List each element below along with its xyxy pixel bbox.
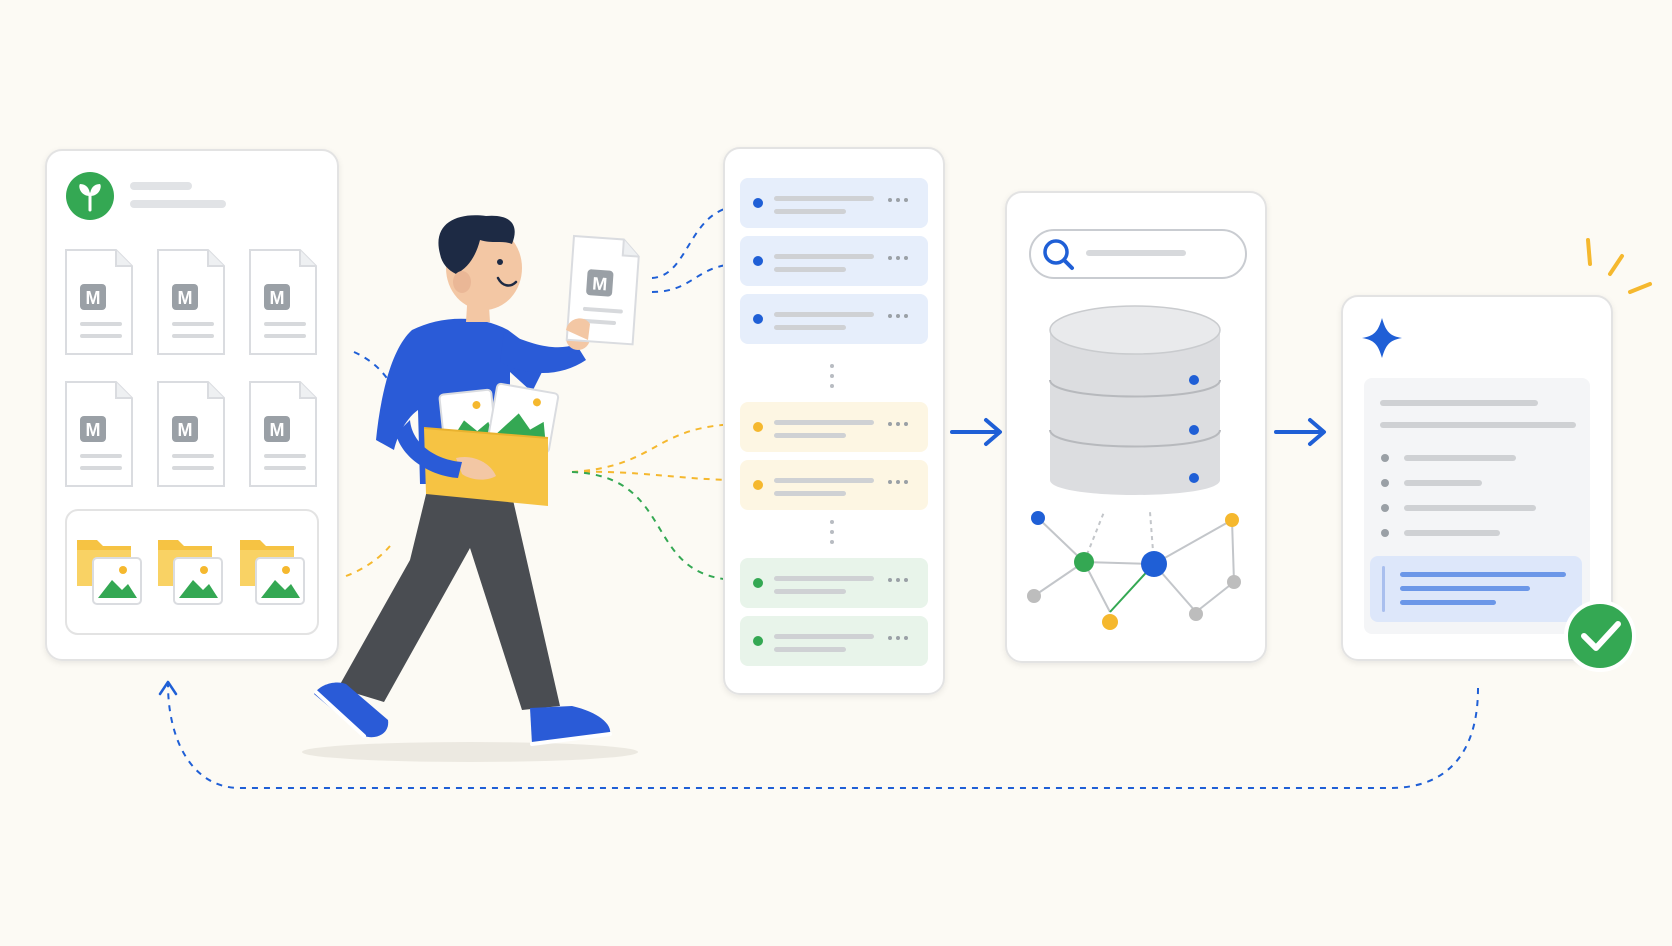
more-horizontal-icon[interactable] [888, 578, 908, 582]
more-horizontal-icon[interactable] [888, 422, 908, 426]
chunk-rows [740, 178, 928, 666]
chunk-text-line [774, 634, 874, 639]
answer-subtitle-line [1380, 422, 1576, 428]
person-illustration: M [302, 215, 640, 762]
chunk-text-line [774, 491, 846, 496]
vertical-ellipsis-icon [830, 364, 834, 544]
chunk-row-green[interactable] [740, 616, 928, 666]
markdown-document-icon: M [565, 234, 640, 346]
search-placeholder-line [1086, 250, 1186, 256]
chunk-row-yellow[interactable] [740, 460, 928, 510]
chunk-dot [753, 314, 763, 324]
source-panel [45, 149, 339, 661]
more-horizontal-icon[interactable] [888, 314, 908, 318]
chunk-row-blue[interactable] [740, 294, 928, 344]
sparkle-icon [1362, 318, 1402, 358]
chunk-dot [753, 256, 763, 266]
chunk-dot [753, 636, 763, 646]
chunk-row-blue[interactable] [740, 178, 928, 228]
more-horizontal-icon[interactable] [888, 636, 908, 640]
more-horizontal-icon[interactable] [888, 480, 908, 484]
chunk-dot [753, 422, 763, 432]
search-bar[interactable] [1029, 229, 1247, 279]
arrow-right-icon [1274, 418, 1326, 446]
sprout-icon [66, 172, 114, 220]
chunk-text-line [774, 647, 846, 652]
chunk-text-line [774, 254, 874, 259]
markdown-document-icon[interactable] [157, 249, 225, 355]
knowledge-graph-icon [1027, 511, 1241, 630]
ingest-connectors [345, 205, 741, 581]
chunk-text-line [774, 589, 846, 594]
chunk-row-blue[interactable] [740, 236, 928, 286]
source-subtitle-placeholder [130, 200, 226, 208]
markdown-document-icon[interactable] [65, 249, 133, 355]
chunk-text-line [774, 325, 846, 330]
chunk-text-line [774, 478, 874, 483]
chunk-text-line [774, 196, 874, 201]
answer-bullet-list [1381, 454, 1536, 537]
chunk-text-line [774, 267, 846, 272]
chunk-row-yellow[interactable] [740, 402, 928, 452]
index-panel [1005, 191, 1267, 663]
source-title-placeholder [130, 182, 192, 190]
folder-with-images-icon [423, 382, 560, 506]
chunk-dot [753, 578, 763, 588]
check-circle-icon [1564, 600, 1636, 672]
sparkle-burst-icon [1586, 238, 1652, 294]
chunk-text-line [774, 209, 846, 214]
chunk-text-line [774, 312, 874, 317]
chunk-row-green[interactable] [740, 558, 928, 608]
image-folder-group [65, 509, 319, 635]
held-document-badge: M [592, 273, 608, 294]
chunk-text-line [774, 420, 874, 425]
chunk-list-panel [723, 147, 945, 695]
answer-title-line [1380, 400, 1538, 406]
feedback-loop-arrow-icon [158, 680, 1479, 789]
markdown-document-icon[interactable] [249, 381, 317, 487]
more-horizontal-icon[interactable] [888, 198, 908, 202]
markdown-document-icon[interactable] [249, 249, 317, 355]
markdown-document-icon[interactable] [157, 381, 225, 487]
more-horizontal-icon[interactable] [888, 256, 908, 260]
answer-citation-block[interactable] [1370, 556, 1582, 622]
answer-panel [1341, 238, 1652, 672]
database-icon [1049, 305, 1221, 495]
arrow-right-icon [950, 418, 1002, 446]
search-icon [1043, 239, 1074, 270]
chunk-dot [753, 198, 763, 208]
chunk-text-line [774, 576, 874, 581]
chunk-dot [753, 480, 763, 490]
markdown-document-icon[interactable] [65, 381, 133, 487]
chunk-text-line [774, 433, 846, 438]
